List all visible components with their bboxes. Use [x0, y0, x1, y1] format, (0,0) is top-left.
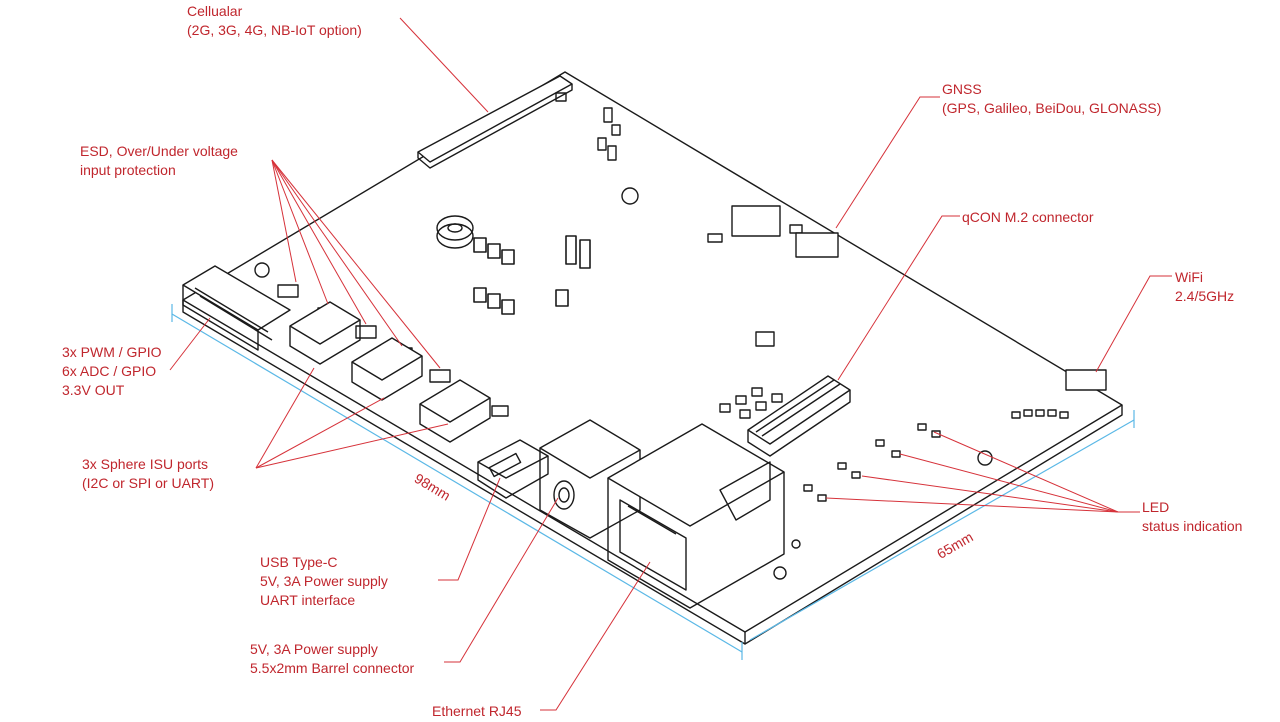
isu-connectors	[289, 301, 491, 443]
dimension-line-length	[171, 313, 743, 653]
label-isu-ports: 3x Sphere ISU ports(I2C or SPI or UART)	[82, 456, 214, 491]
wifi-connector	[1065, 369, 1107, 391]
gpio-header	[182, 265, 291, 331]
label-ethernet: Ethernet RJ45	[432, 703, 522, 719]
ic-cluster-1	[473, 235, 591, 315]
label-qcon: qCON M.2 connector	[962, 209, 1094, 225]
dimension-line-width	[749, 419, 1135, 641]
status-leds	[803, 423, 941, 502]
label-gnss: GNSS(GPS, Galileo, BeiDou, GLONASS)	[942, 81, 1162, 116]
label-cellular: Cellualar(2G, 3G, 4G, NB-IoT option)	[187, 3, 362, 38]
leader-lines	[169, 17, 1172, 711]
gnss-module	[731, 205, 781, 237]
gnss-connector	[795, 232, 839, 258]
pcb-board	[182, 71, 1123, 633]
qcon-connector	[747, 375, 851, 457]
inductor	[436, 215, 474, 241]
